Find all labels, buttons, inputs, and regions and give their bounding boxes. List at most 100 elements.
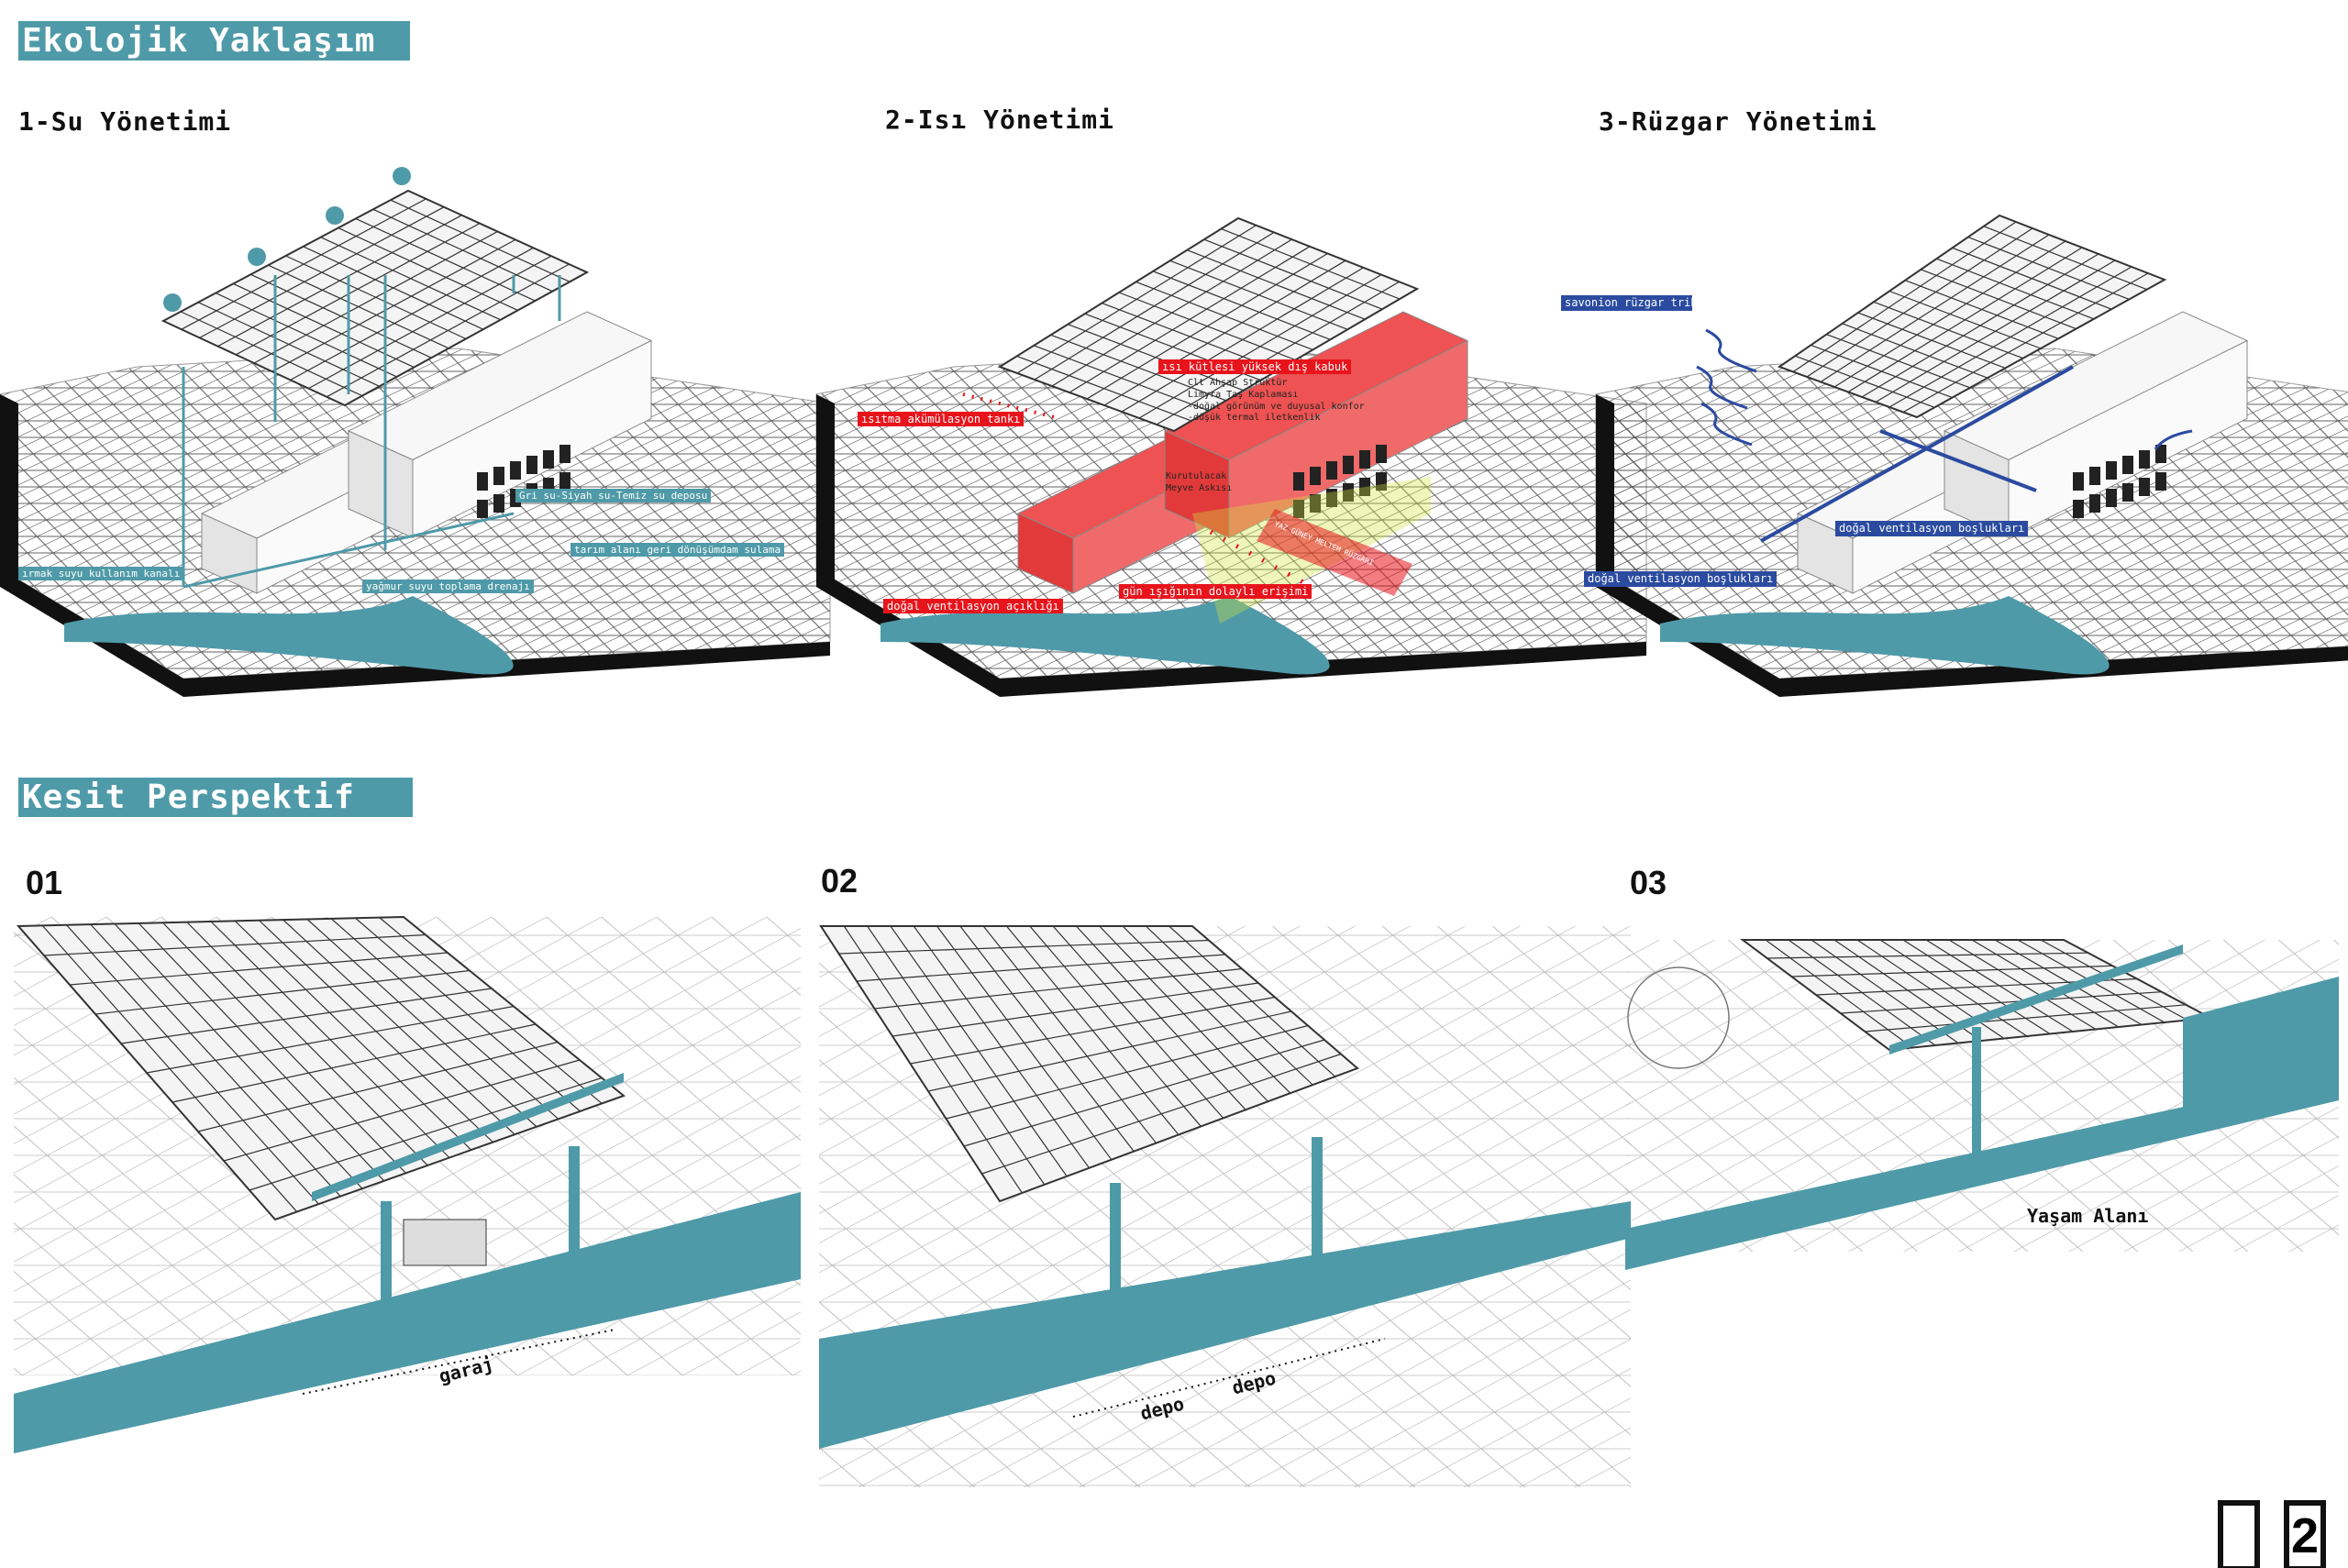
solar-grid-line [43, 933, 426, 956]
window [1376, 472, 1387, 491]
solar-grid-line [223, 1059, 581, 1162]
pipe [183, 512, 515, 589]
label-heat-tank: ısıtma akümülasyon tankı [858, 412, 1024, 426]
wind-arrow [1879, 429, 2037, 492]
window [559, 472, 570, 491]
window [2155, 472, 2166, 491]
dimension-line [302, 1329, 615, 1395]
window [1359, 450, 1370, 469]
solar-grid-line [1888, 266, 2132, 408]
terrain-edge-left [1596, 394, 1614, 596]
river [1660, 596, 2110, 675]
window [2122, 456, 2133, 474]
label-thermal-mass: ısı kütlesi yüksek dış kabuk [1158, 359, 1352, 374]
solar-grid-line [946, 1024, 1309, 1120]
solar-grid-line [1847, 247, 2083, 393]
note-comfort: -doğal görünüm ve duyusal konfor [1188, 402, 1365, 412]
window [2155, 445, 2166, 463]
window [1293, 472, 1304, 491]
window [493, 467, 504, 485]
solar-grid-line [1034, 231, 1275, 381]
solar-grid-line [271, 238, 516, 372]
window [2089, 494, 2100, 513]
window [1326, 489, 1337, 507]
solar-grid-line [1156, 281, 1400, 425]
label-irrigation: tarım alanı geri dönüşümdam sulama [570, 543, 785, 557]
tree-icon [1627, 966, 1730, 1069]
dimension-line [1072, 1338, 1386, 1418]
section-3-ground [1625, 1073, 2339, 1270]
solar-grid-line [94, 969, 471, 1015]
diagram-title-heat: 2-Isı Yönetimi [885, 105, 1115, 135]
terrain-edge [1596, 569, 2348, 697]
solar-grid-line [1833, 240, 2066, 388]
window [510, 461, 521, 480]
page-title: Ekolojik Yaklaşım [18, 21, 410, 61]
window [1310, 494, 1321, 513]
solar-grid-line [146, 1005, 515, 1074]
window [1343, 483, 1354, 502]
window [2106, 489, 2117, 507]
window [493, 494, 504, 513]
rain-cloud-icon [393, 167, 411, 185]
solar-grid-line [1103, 259, 1346, 406]
section-number-01: 01 [26, 864, 63, 901]
section-3-ground-block [2183, 977, 2339, 1128]
solar-grid-line [981, 1053, 1342, 1175]
note-clt: Clt Ahşap Strüktür [1188, 378, 1288, 388]
solar-grid-line [326, 263, 570, 398]
rain-cloud-icon [248, 248, 266, 266]
window [1359, 478, 1370, 496]
window [2106, 461, 2117, 480]
breeze-band [1257, 509, 1412, 596]
page-number-box-empty [2218, 1500, 2260, 1568]
car-icon [403, 1219, 487, 1266]
window [477, 500, 488, 518]
section-number-02: 02 [821, 862, 858, 900]
window [2073, 472, 2084, 491]
label-living-area: Yaşam Alanı [2027, 1205, 2149, 1227]
solar-grid-line [1138, 274, 1382, 419]
diagram-title-water: 1-Su Yönetimi [18, 106, 232, 137]
section-1-ground-fill [14, 1192, 801, 1449]
solar-grid-line [253, 230, 498, 364]
section-3-roof-cut [1889, 944, 2183, 1055]
label-rain-drainage: yağmur suyu toplama drenajı [362, 580, 534, 593]
window [2139, 450, 2150, 469]
window [1310, 467, 1321, 485]
solar-grid-line [1902, 272, 2149, 414]
window [1293, 500, 1304, 518]
window [526, 456, 537, 474]
building-block-2-front [2008, 339, 2248, 539]
window [1326, 461, 1337, 480]
section-1-roof-cut [312, 1073, 624, 1201]
section-title: Kesit Perspektif [18, 778, 413, 817]
note-fruit-2: Meyve Askısı [1166, 483, 1233, 493]
section-2-wall [1312, 1137, 1323, 1293]
solar-grid-line [1016, 225, 1257, 374]
wind-flow-icon [1705, 328, 1757, 373]
rain-cloud-icon [326, 206, 344, 225]
solar-grid-line [963, 1039, 1325, 1147]
window [1343, 456, 1354, 474]
solar-grid-line [290, 247, 534, 381]
river [64, 596, 514, 675]
building-block-2-front [1228, 339, 1468, 539]
section-1-roof [16, 915, 626, 1221]
window [477, 472, 488, 491]
solar-grid-line [199, 206, 445, 338]
page-number: 2 [2284, 1500, 2326, 1568]
terrain-edge-left [816, 394, 835, 596]
diagram-title-wind: 3-Rüzgar Yönetimi [1599, 106, 1877, 137]
section-3-wall [1972, 1027, 1981, 1155]
solar-grid-line [1806, 227, 2033, 378]
window [1376, 445, 1387, 463]
solar-grid-line [1840, 991, 2162, 1014]
solar-grid-line [1069, 246, 1311, 393]
building-block-2-front [412, 339, 652, 539]
solar-grid-line [856, 954, 1226, 982]
section-1-wall [381, 1201, 392, 1311]
label-daylight: gün ışığının dolaylı erişimi [1119, 584, 1312, 599]
solar-grid-line [181, 198, 426, 330]
solar-roof-2 [997, 216, 1420, 433]
